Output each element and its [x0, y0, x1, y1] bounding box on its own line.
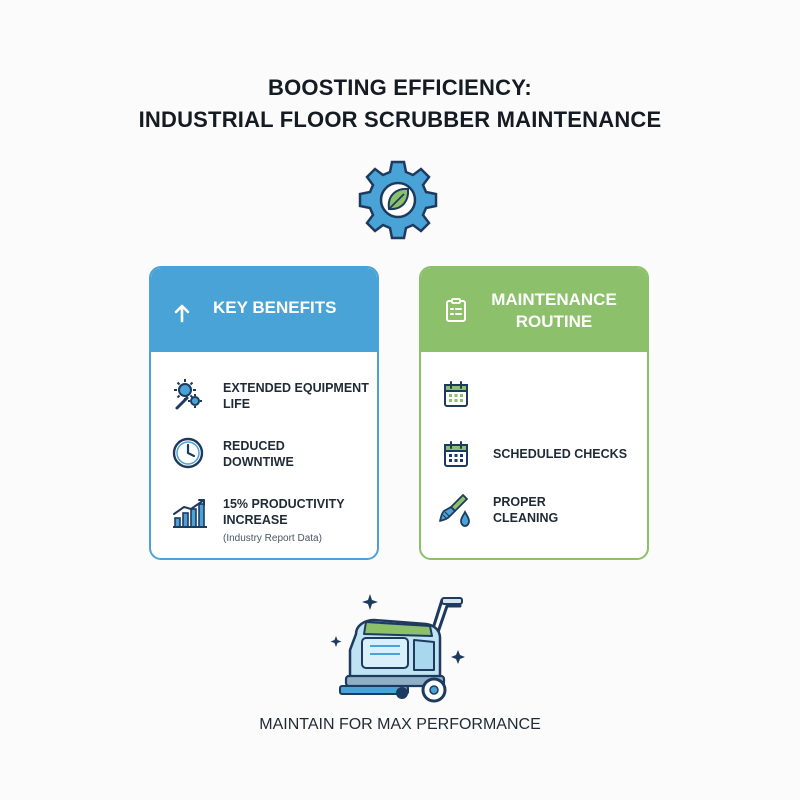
maintenance-routine-header: MAINTENANCE ROUTINE — [421, 268, 647, 352]
maintenance-heading-line2: ROUTINE — [515, 312, 593, 331]
benefit-label-line2: DOWNTIWE — [223, 455, 294, 469]
routine-label-line1: SCHEDULED CHECKS — [493, 447, 628, 461]
benefit-label: REDUCED DOWNTIWE — [223, 438, 294, 470]
bar-chart-up-icon — [173, 499, 207, 528]
benefit-label-line2: LIFE — [223, 397, 251, 411]
benefit-label-line2: INCREASE — [223, 513, 288, 527]
benefit-label-line1: EXTENDED EQUIPMENT — [223, 381, 369, 395]
calendar-icon — [444, 381, 468, 407]
benefit-note: (Industry Report Data) — [223, 533, 322, 544]
benefit-label-line1: 15% PRODUCTIVITY — [223, 497, 345, 511]
tagline: MAINTAIN FOR MAX PERFORMANCE — [259, 716, 541, 733]
maintenance-heading-line1: MAINTENANCE — [491, 290, 617, 309]
clock-icon — [172, 437, 204, 469]
benefit-label: EXTENDED EQUIPMENT LIFE — [223, 380, 369, 412]
key-benefits-card: KEY BENEFITS EXTENDED EQUIPMENT LIFE RED… — [149, 266, 379, 560]
maintenance-routine-card: MAINTENANCE ROUTINE SCHEDULED CHECKS — [419, 266, 649, 560]
arrow-up-icon — [174, 304, 190, 323]
gear-leaf-icon — [358, 160, 438, 240]
routine-label-line2: CLEANING — [493, 511, 559, 525]
routine-label-line1: PROPER — [493, 495, 546, 509]
title-line-1: BOOSTING EFFICIENCY: — [268, 75, 532, 100]
brush-droplet-icon — [439, 494, 470, 527]
floor-scrubber-icon — [330, 594, 465, 703]
benefit-label-line1: REDUCED — [223, 439, 285, 453]
key-benefits-header: KEY BENEFITS — [151, 268, 377, 352]
routine-label: PROPER CLEANING — [493, 494, 558, 526]
sparkle-icon — [330, 594, 465, 664]
title-line-2: INDUSTRIAL FLOOR SCRUBBER MAINTENANCE — [138, 107, 662, 132]
routine-label: SCHEDULED CHECKS — [493, 446, 627, 462]
calendar-icon — [444, 441, 468, 467]
maintenance-routine-heading: MAINTENANCE ROUTINE — [479, 289, 629, 333]
benefit-label: 15% PRODUCTIVITY INCREASE (Industry Repo… — [223, 496, 345, 547]
gears-wrench-icon — [174, 379, 202, 410]
key-benefits-heading: KEY BENEFITS — [213, 298, 337, 317]
page-title: BOOSTING EFFICIENCY: INDUSTRIAL FLOOR SC… — [0, 72, 800, 136]
clipboard-icon — [446, 298, 466, 322]
